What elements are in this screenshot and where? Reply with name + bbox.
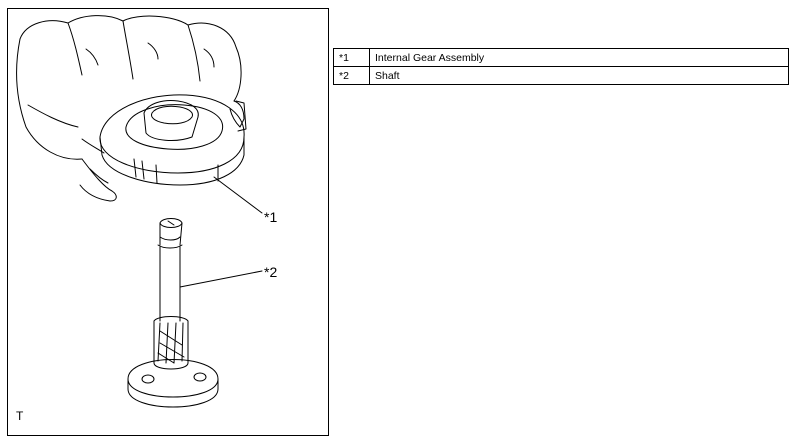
legend-ref: *1 xyxy=(333,48,370,67)
callout-leader-1 xyxy=(213,176,263,214)
illustration-frame: *1 *2 T xyxy=(7,8,329,436)
internal-gear-assembly-drawing xyxy=(99,94,247,186)
gear-and-shaft-illustration: *1 *2 xyxy=(16,15,277,408)
legend-ref: *2 xyxy=(333,66,370,85)
legend-description: Internal Gear Assembly xyxy=(369,48,789,67)
hand-drawing xyxy=(16,15,245,202)
parts-legend-table: *1 Internal Gear Assembly *2 Shaft xyxy=(333,48,789,85)
legend-description: Shaft xyxy=(369,66,789,85)
legend-row: *2 Shaft xyxy=(333,66,789,85)
callout-leader-2 xyxy=(179,270,263,288)
shaft-drawing xyxy=(127,218,219,408)
figure-corner-tag: T xyxy=(16,409,24,423)
callout-label-1: *1 xyxy=(264,209,277,225)
legend-row: *1 Internal Gear Assembly xyxy=(333,48,789,67)
callout-label-2: *2 xyxy=(264,264,277,280)
